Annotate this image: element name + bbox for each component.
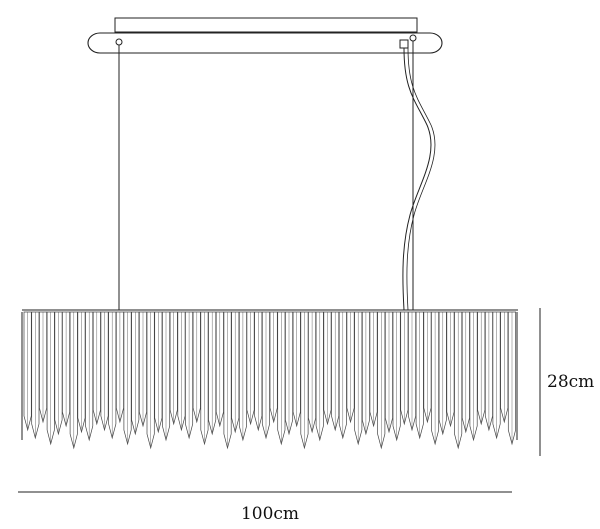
body-frame (21, 309, 518, 440)
canopy-top-bracket (114, 17, 418, 33)
height-label: 28cm (547, 372, 594, 392)
canopy-plate (87, 32, 443, 54)
width-label: 100cm (241, 504, 299, 524)
crystal-body (23, 311, 516, 450)
ceiling-canopy (87, 17, 443, 54)
power-cord (402, 47, 432, 311)
suspension (118, 41, 436, 311)
cable-gland (399, 39, 409, 49)
power-cord-outline (406, 47, 436, 311)
height-dimension: 28cm (539, 308, 594, 456)
width-dimension: 100cm (18, 491, 512, 524)
